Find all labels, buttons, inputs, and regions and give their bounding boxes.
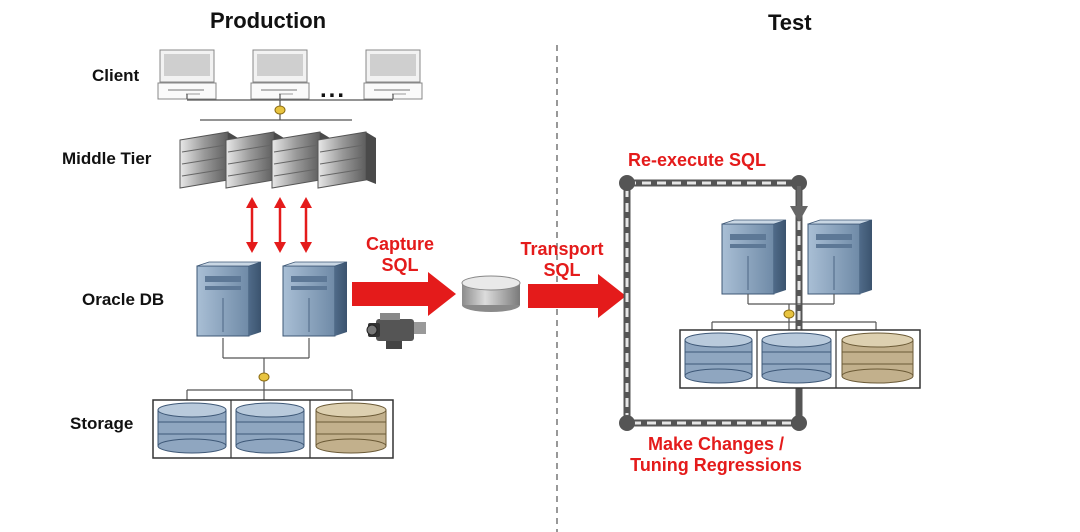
transport-sql-line2: SQL: [543, 260, 581, 280]
client-computer: [157, 49, 217, 100]
tier-db-arrows: [246, 197, 312, 253]
client-computer: [363, 49, 423, 100]
middle-tier-servers: [179, 119, 376, 189]
make-changes-label: Make Changes / Tuning Regressions: [600, 434, 832, 476]
capture-sql-line1: Capture: [365, 234, 434, 254]
sql-set-cylinder: [461, 275, 521, 312]
test-loop-path: [619, 175, 808, 431]
connector-dot: [258, 372, 270, 382]
client-ellipsis: ...: [320, 76, 347, 103]
production-storage-array: [152, 399, 394, 459]
production-db-servers: [186, 261, 353, 400]
camcorder-icon: [366, 313, 426, 349]
oracle-db-label: Oracle DB: [82, 290, 165, 309]
connector-dot: [274, 105, 286, 115]
make-changes-line1: Make Changes /: [647, 434, 785, 454]
capture-sql-label: Capture SQL: [352, 234, 448, 276]
test-db-servers: [711, 219, 877, 330]
test-storage-array: [679, 329, 921, 389]
transport-sql-line1: Transport: [520, 239, 604, 259]
production-heading: Production: [210, 8, 327, 33]
capture-arrow: [352, 272, 456, 316]
capture-sql-line2: SQL: [381, 255, 419, 275]
test-heading: Test: [768, 10, 812, 35]
connector-dot: [783, 309, 795, 319]
transport-sql-label: Transport SQL: [500, 239, 624, 281]
make-changes-line2: Tuning Regressions: [630, 455, 802, 475]
transport-arrow: [528, 274, 626, 318]
client-label: Client: [92, 66, 140, 85]
middle-tier-label: Middle Tier: [62, 149, 152, 168]
reexecute-sql-label: Re-execute SQL: [628, 150, 767, 170]
storage-label: Storage: [70, 414, 134, 433]
client-workstations: [157, 49, 423, 120]
client-computer: [250, 49, 310, 100]
